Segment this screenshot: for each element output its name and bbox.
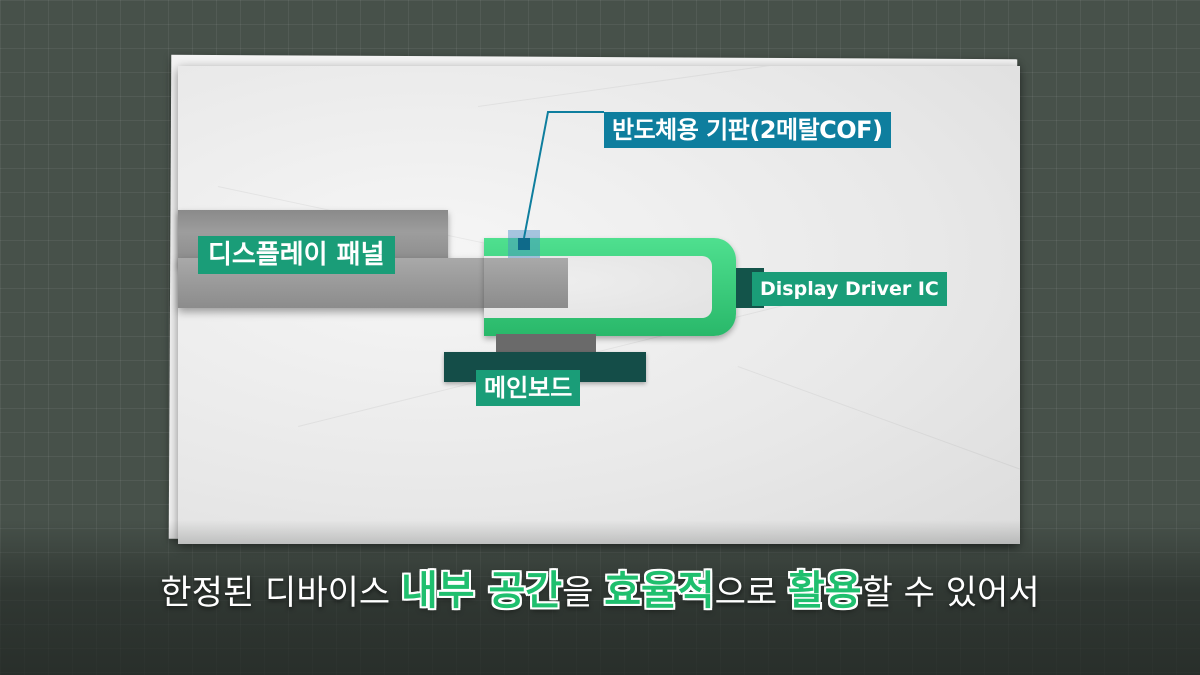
paper-crease: [737, 366, 1020, 470]
subtitle-caption: 한정된 디바이스 내부 공간을 효율적으로 활용할 수 있어서: [0, 558, 1200, 616]
driver-ic-label: Display Driver IC: [752, 272, 947, 306]
subtitle-shade: [0, 520, 1200, 675]
subtitle-highlight: 내부 공간: [400, 568, 563, 614]
display-panel-lower-layer-overlap: [484, 258, 568, 308]
connector-block: [496, 334, 596, 356]
subtitle-text: 을: [562, 573, 605, 613]
main-board-label: 메인보드: [476, 370, 581, 406]
callout-marker: [518, 238, 530, 250]
subtitle-text: 할 수 있어서: [861, 573, 1040, 613]
display-panel-label: 디스플레이 패널: [198, 236, 395, 274]
paper-crease: [478, 66, 895, 107]
subtitle-text: 한정된 디바이스: [160, 573, 401, 613]
subtitle-highlight: 효율적: [604, 568, 715, 614]
subtitle-highlight: 활용: [787, 568, 862, 614]
subtitle-text: 으로: [714, 573, 788, 613]
cof-substrate-label: 반도체용 기판(2메탈COF): [604, 112, 891, 148]
